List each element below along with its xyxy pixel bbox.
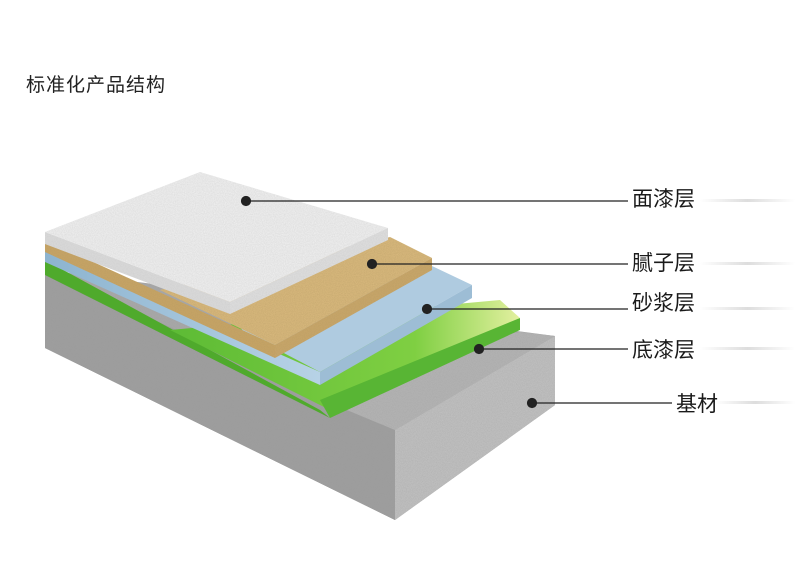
layer-label-mortar: 砂浆层 [632, 291, 695, 315]
layer-label-finish: 面漆层 [632, 187, 695, 211]
leader-dot-putty [366, 258, 378, 270]
leader-dot-substrate [526, 397, 538, 409]
layer-label-putty: 腻子层 [632, 251, 695, 275]
decorative-streaks [700, 199, 795, 404]
layer-label-primer: 底漆层 [632, 338, 695, 362]
layer-label-substrate: 基材 [676, 392, 718, 416]
finish-layer [45, 172, 388, 314]
putty-layer [45, 237, 432, 358]
leader-lines [240, 195, 672, 409]
leader-dot-finish [240, 195, 252, 207]
page-title: 标准化产品结构 [26, 74, 167, 96]
mortar-layer [45, 250, 472, 385]
leader-dot-primer [473, 343, 485, 355]
leader-dot-mortar [421, 303, 433, 315]
